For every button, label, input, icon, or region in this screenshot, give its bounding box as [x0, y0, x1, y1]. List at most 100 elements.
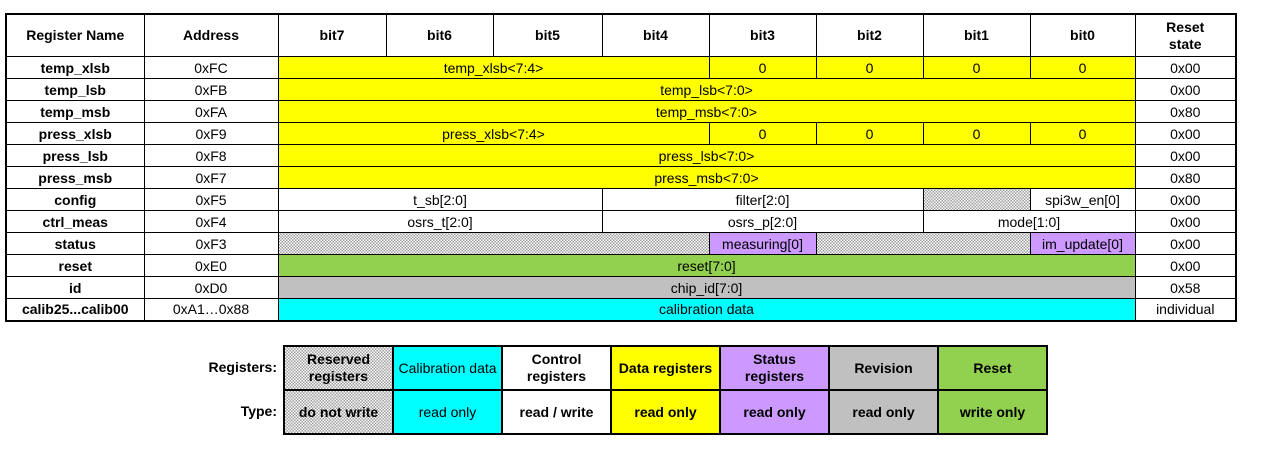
address-cell: 0xFC: [143, 56, 279, 79]
legend-registers-label: Registers:: [208, 359, 277, 375]
register-name-cell: reset: [5, 254, 145, 277]
legend-registers-cell-purple: Status registers: [719, 345, 830, 391]
bitfield-cell-filter-2-0-: filter[2:0]: [601, 188, 924, 211]
column-header-bit6: bit6: [385, 13, 494, 57]
bitfield-cell-calibration-data: calibration data: [277, 298, 1136, 321]
column-header-bit0: bit0: [1029, 13, 1136, 57]
bitfield-cell-0: 0: [815, 122, 924, 145]
address-cell: 0xD0: [143, 276, 279, 299]
legend-registers-cell-hatched: Reserved registers: [283, 345, 394, 391]
register-name-cell: press_msb: [5, 166, 145, 189]
register-name-cell: calib25...calib00: [5, 298, 145, 321]
bitfield-cell-reset-7-0-: reset[7:0]: [277, 254, 1136, 277]
bitfield-cell-reserved: [815, 232, 1031, 255]
address-cell: 0xFA: [143, 100, 279, 123]
legend-type-cell-purple: read only: [719, 389, 830, 435]
address-cell: 0xF3: [143, 232, 279, 255]
legend-type-cell-white: read / write: [501, 389, 612, 435]
column-header-bit7: bit7: [277, 13, 387, 57]
bitfield-cell-0: 0: [922, 122, 1031, 145]
bitfield-cell-measuring-0-: measuring[0]: [708, 232, 817, 255]
bitfield-cell-osrs-t-2-0-: osrs_t[2:0]: [277, 210, 603, 233]
bitfield-cell-spi3w-en-0-: spi3w_en[0]: [1029, 188, 1136, 211]
column-header-bit2: bit2: [815, 13, 924, 57]
bitfield-cell-temp-msb-7-0-: temp_msb<7:0>: [277, 100, 1136, 123]
reset-state-cell: 0x00: [1134, 232, 1237, 255]
address-cell: 0xF7: [143, 166, 279, 189]
bitfield-cell-0: 0: [922, 56, 1031, 79]
register-name-cell: press_xlsb: [5, 122, 145, 145]
legend-registers-cell-cyan: Calibration data: [392, 345, 503, 391]
address-cell: 0xF9: [143, 122, 279, 145]
reset-state-cell: 0x00: [1134, 78, 1237, 101]
register-name-cell: press_lsb: [5, 144, 145, 167]
register-name-cell: config: [5, 188, 145, 211]
address-cell: 0xFB: [143, 78, 279, 101]
register-name-cell: ctrl_meas: [5, 210, 145, 233]
bitfield-cell-0: 0: [708, 56, 817, 79]
address-cell: 0xF5: [143, 188, 279, 211]
register-name-cell: status: [5, 232, 145, 255]
reset-state-cell: 0x00: [1134, 122, 1237, 145]
legend-type-cell-green: write only: [937, 389, 1048, 435]
legend-type-cell-yellow: read only: [610, 389, 721, 435]
reset-state-cell: 0x00: [1134, 188, 1237, 211]
column-header-register-name: Register Name: [5, 13, 145, 57]
bitfield-cell-t-sb-2-0-: t_sb[2:0]: [277, 188, 603, 211]
bitfield-cell-0: 0: [1029, 56, 1136, 79]
column-header-address: Address: [143, 13, 279, 57]
legend-type-cell-gray: read only: [828, 389, 939, 435]
register-name-cell: temp_xlsb: [5, 56, 145, 79]
reset-state-cell: 0x80: [1134, 100, 1237, 123]
bitfield-cell-im-update-0-: im_update[0]: [1029, 232, 1136, 255]
column-header-bit1: bit1: [922, 13, 1031, 57]
legend-registers-cell-green: Reset: [937, 345, 1048, 391]
bitfield-cell-reserved: [922, 188, 1031, 211]
address-cell: 0xF4: [143, 210, 279, 233]
bitfield-cell-0: 0: [1029, 122, 1136, 145]
legend-registers-cell-white: Control registers: [501, 345, 612, 391]
address-cell: 0xE0: [143, 254, 279, 277]
register-name-cell: temp_lsb: [5, 78, 145, 101]
legend-registers-cell-yellow: Data registers: [610, 345, 721, 391]
bitfield-cell-0: 0: [708, 122, 817, 145]
reset-state-cell: 0x00: [1134, 254, 1237, 277]
reset-state-cell: 0x00: [1134, 56, 1237, 79]
bitfield-cell-reserved: [277, 232, 710, 255]
column-header-bit3: bit3: [708, 13, 817, 57]
legend-registers-cell-gray: Revision: [828, 345, 939, 391]
reset-state-cell: 0x00: [1134, 144, 1237, 167]
bitfield-cell-press-lsb-7-0-: press_lsb<7:0>: [277, 144, 1136, 167]
bitfield-cell-osrs-p-2-0-: osrs_p[2:0]: [601, 210, 924, 233]
legend-type-cell-hatched: do not write: [283, 389, 394, 435]
address-cell: 0xF8: [143, 144, 279, 167]
bitfield-cell-press-msb-7-0-: press_msb<7:0>: [277, 166, 1136, 189]
register-name-cell: id: [5, 276, 145, 299]
address-cell: 0xA1…0x88: [143, 298, 279, 321]
column-header-reset: Reset state: [1134, 13, 1237, 57]
column-header-bit5: bit5: [492, 13, 603, 57]
bitfield-cell-temp-xlsb-7-4-: temp_xlsb<7:4>: [277, 56, 710, 79]
bitfield-cell-press-xlsb-7-4-: press_xlsb<7:4>: [277, 122, 710, 145]
legend-type-cell-cyan: read only: [392, 389, 503, 435]
bitfield-cell-mode-1-0-: mode[1:0]: [922, 210, 1136, 233]
bitfield-cell-temp-lsb-7-0-: temp_lsb<7:0>: [277, 78, 1136, 101]
